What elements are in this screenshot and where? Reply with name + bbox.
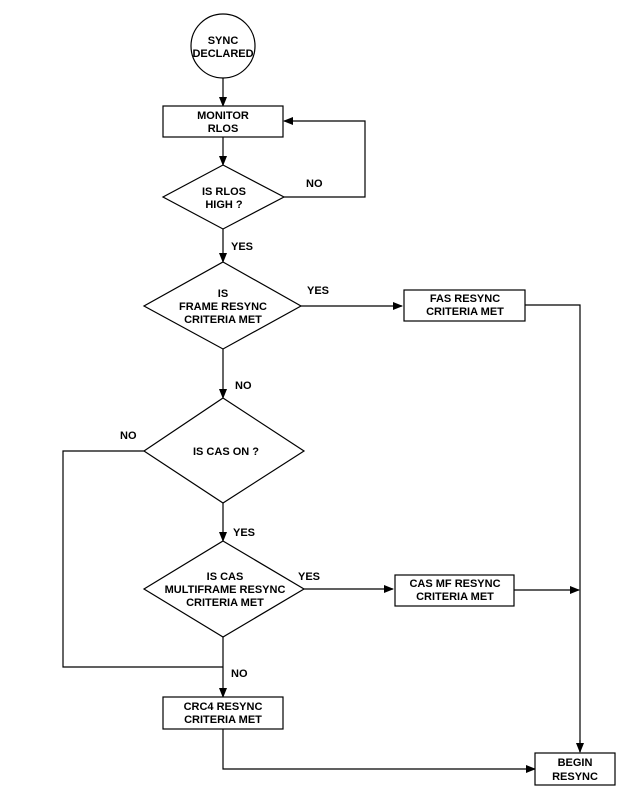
decision-cas-multiframe: IS CAS MULTIFRAME RESYNC CRITERIA MET xyxy=(142,540,306,638)
label-rlos-no: NO xyxy=(306,178,323,190)
node-begin-resync: BEGIN RESYNC xyxy=(534,752,616,786)
node-text: CRITERIA MET xyxy=(416,591,494,603)
node-text: FRAME RESYNC xyxy=(179,301,267,313)
label-rlos-yes: YES xyxy=(231,241,253,253)
node-text: CAS MF RESYNC xyxy=(409,578,500,590)
process-box xyxy=(162,105,284,138)
node-text: IS CAS xyxy=(207,571,244,583)
node-fas-resync: FAS RESYNC CRITERIA MET xyxy=(403,289,526,322)
label-frame-yes: YES xyxy=(307,285,329,297)
edge-fas-to-begin xyxy=(525,304,581,752)
node-text: HIGH ? xyxy=(205,199,243,211)
process-box xyxy=(394,574,515,607)
edge-cas-no xyxy=(62,450,223,668)
node-text: IS RLOS xyxy=(202,186,246,198)
node-text: RLOS xyxy=(208,123,239,135)
label-cas-yes: YES xyxy=(233,527,255,539)
node-text: CRITERIA MET xyxy=(186,597,264,609)
node-text: SYNC xyxy=(208,35,239,47)
label-cas-no: NO xyxy=(120,430,137,442)
node-sync-declared: SYNC DECLARED xyxy=(190,13,256,79)
label-mf-yes: YES xyxy=(298,571,320,583)
node-text: BEGIN xyxy=(558,757,593,769)
node-text: RESYNC xyxy=(552,771,598,783)
node-text: CRITERIA MET xyxy=(184,714,262,726)
node-text: MULTIFRAME RESYNC xyxy=(165,584,286,596)
node-crc4-resync: CRC4 RESYNC CRITERIA MET xyxy=(162,696,284,730)
node-text: IS xyxy=(218,288,228,300)
terminal-box xyxy=(534,752,616,786)
node-text: CRITERIA MET xyxy=(184,314,262,326)
node-cas-mf-resync: CAS MF RESYNC CRITERIA MET xyxy=(394,574,515,607)
label-frame-no: NO xyxy=(235,380,252,392)
decision-frame-resync: IS FRAME RESYNC CRITERIA MET xyxy=(142,261,303,350)
decision-is-cas-on: IS CAS ON ? xyxy=(142,397,306,504)
process-box xyxy=(162,696,284,730)
node-text: CRC4 RESYNC xyxy=(184,701,263,713)
decision-is-rlos-high: IS RLOS HIGH ? xyxy=(161,164,286,230)
node-monitor-rlos: MONITOR RLOS xyxy=(162,105,284,138)
node-text: IS CAS ON ? xyxy=(193,446,259,458)
decision-diamond xyxy=(161,164,286,230)
connectors xyxy=(62,78,584,773)
decision-diamond xyxy=(142,261,303,350)
edge-crc4-to-begin xyxy=(222,729,536,773)
node-text: FAS RESYNC xyxy=(430,293,500,305)
terminal-circle xyxy=(190,13,256,79)
node-text: CRITERIA MET xyxy=(426,306,504,318)
branch-labels: NO YES YES NO NO YES YES NO xyxy=(120,178,329,680)
edge-rlos-no-loop xyxy=(283,117,366,198)
label-mf-no: NO xyxy=(231,668,248,680)
decision-diamond xyxy=(142,397,306,504)
node-text: DECLARED xyxy=(192,48,253,60)
process-box xyxy=(403,289,526,322)
decision-diamond xyxy=(142,540,306,638)
node-text: MONITOR xyxy=(197,110,249,122)
